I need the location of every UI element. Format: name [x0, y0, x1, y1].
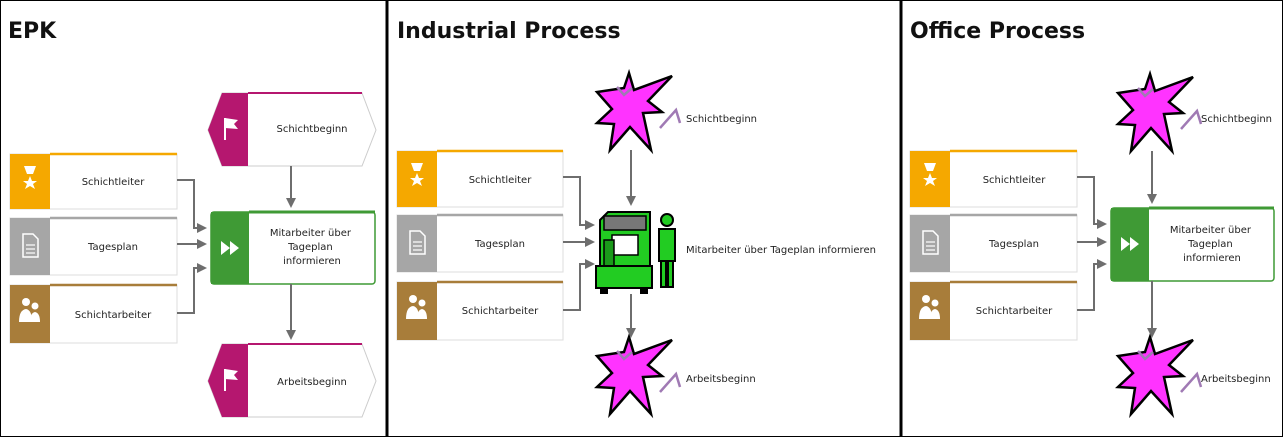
role-input: Schichtarbeiter [9, 283, 178, 344]
event-label: Arbeitsbeginn [1201, 374, 1271, 385]
fast-forward-icon [1121, 237, 1139, 251]
panel-office: Office Process Schichtbeginn Arbeitsbegi… [909, 19, 1275, 419]
input-label: Tagesplan [988, 239, 1039, 250]
function-box: Mitarbeiter über Tageplan informieren [210, 210, 376, 285]
flag-icon [224, 118, 238, 140]
machine-worker-icon [595, 211, 676, 294]
people-icon [19, 298, 40, 322]
panel-industrial: Industrial Process Schichtbeginn Arbeits… [396, 19, 876, 419]
end-event: Arbeitsbeginn [207, 343, 377, 418]
input-label: Schichtleiter [469, 175, 533, 186]
document-icon [409, 230, 426, 255]
panel-title: EPK [8, 19, 57, 44]
starburst-icon [1115, 69, 1203, 156]
flag-icon [224, 369, 238, 391]
panel-title: Office Process [910, 19, 1085, 44]
input-label: Schichtleiter [82, 177, 146, 188]
starburst-icon [594, 68, 682, 155]
trophy-icon [923, 163, 937, 186]
input-label: Schichtarbeiter [75, 310, 152, 321]
function-label: Mitarbeiter über Tageplan informieren [270, 228, 354, 267]
document-input: Tagesplan [909, 213, 1078, 273]
trophy-icon [23, 166, 37, 189]
people-icon [919, 295, 940, 319]
event-label: Arbeitsbeginn [686, 374, 756, 385]
event-label: Arbeitsbeginn [277, 377, 347, 388]
trophy-icon [410, 163, 424, 186]
input-label: Tagesplan [474, 239, 525, 250]
panel-title: Industrial Process [397, 19, 621, 44]
orgunit-input: Schichtleiter [9, 152, 178, 210]
starburst-icon [1115, 332, 1203, 419]
input-label: Schichtarbeiter [462, 306, 539, 317]
role-input: Schichtarbeiter [909, 280, 1078, 341]
fast-forward-icon [221, 241, 239, 255]
function-box: Mitarbeiter über Tageplan informieren [1110, 206, 1275, 282]
document-input: Tagesplan [396, 213, 564, 273]
event-label: Schichtbeginn [1201, 114, 1272, 125]
start-event: Schichtbeginn [207, 92, 377, 167]
document-icon [922, 230, 939, 255]
input-label: Schichtarbeiter [976, 306, 1053, 317]
orgunit-input: Schichtleiter [909, 149, 1078, 208]
role-input: Schichtarbeiter [396, 280, 564, 341]
panel-epk: EPK Schichtbeginn Arbeitsbeginn [8, 19, 377, 418]
function-label: Mitarbeiter über Tageplan informieren [1170, 225, 1254, 264]
document-input: Tagesplan [9, 216, 178, 276]
connectors [563, 150, 636, 338]
input-label: Schichtleiter [983, 175, 1047, 186]
function-label: Mitarbeiter über Tageplan informieren [686, 245, 876, 256]
starburst-icon [594, 332, 682, 419]
event-label: Schichtbeginn [686, 114, 757, 125]
orgunit-input: Schichtleiter [396, 149, 564, 208]
people-icon [406, 295, 427, 319]
event-label: Schichtbeginn [276, 124, 347, 135]
input-label: Tagesplan [87, 242, 138, 253]
document-icon [22, 233, 39, 258]
connectors [177, 166, 296, 340]
connectors [1077, 151, 1157, 338]
